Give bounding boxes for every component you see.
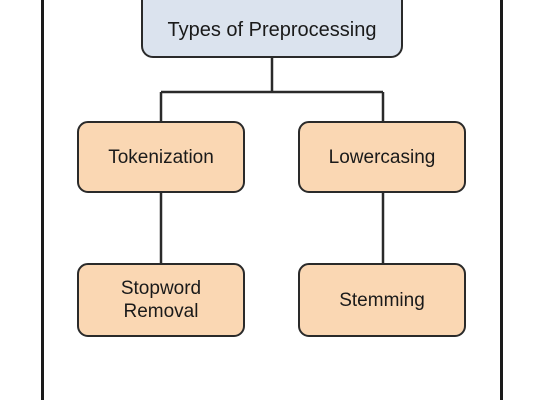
node-stemming: Stemming [298, 263, 466, 337]
root-node: Types of Preprocessing [141, 0, 403, 58]
frame-left-border [41, 0, 44, 400]
node-tokenization: Tokenization [77, 121, 245, 193]
node-stopword-removal: Stopword Removal [77, 263, 245, 337]
node-lowercasing: Lowercasing [298, 121, 466, 193]
node-tokenization-label: Tokenization [108, 146, 214, 168]
root-node-label: Types of Preprocessing [167, 18, 377, 41]
frame-right-border [500, 0, 503, 400]
node-lowercasing-label: Lowercasing [328, 146, 436, 168]
node-stopword-removal-label: Stopword Removal [120, 278, 202, 322]
node-stemming-label: Stemming [339, 289, 425, 311]
